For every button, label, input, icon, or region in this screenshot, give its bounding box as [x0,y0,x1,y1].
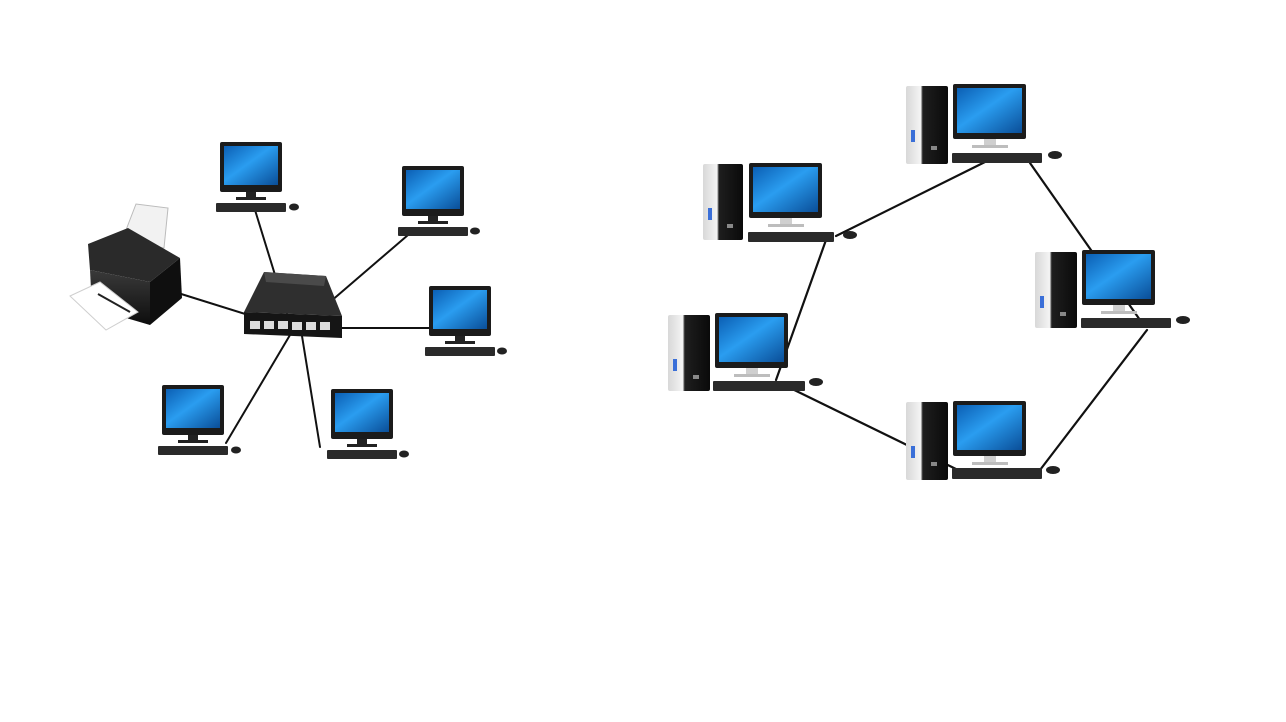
computer-icon-bottom-middle [327,389,409,459]
link-ring-a-b [834,160,987,238]
network-switch-icon [244,272,342,338]
link-switch-pc-bottom-left [225,334,291,444]
computer-icon-bottom-left [158,385,241,455]
desktop-computer-icon-c [1035,250,1190,328]
link-switch-pc-bottom-middle [301,335,321,448]
star-topology [69,142,507,459]
link-switch-pc-top-right [329,234,409,303]
switch-ports [250,321,330,330]
computer-icon-top-left [216,142,299,212]
computer-icon-right [425,286,507,356]
desktop-computer-icon-d [906,401,1060,480]
printer-icon [69,203,182,331]
computer-icon-top-right [398,166,480,236]
ring-topology [668,84,1190,480]
desktop-computer-icon-b [906,84,1062,164]
desktop-computer-icon-e [668,313,823,391]
link-ring-c-d [1038,328,1149,472]
desktop-computer-icon-a [703,163,857,242]
